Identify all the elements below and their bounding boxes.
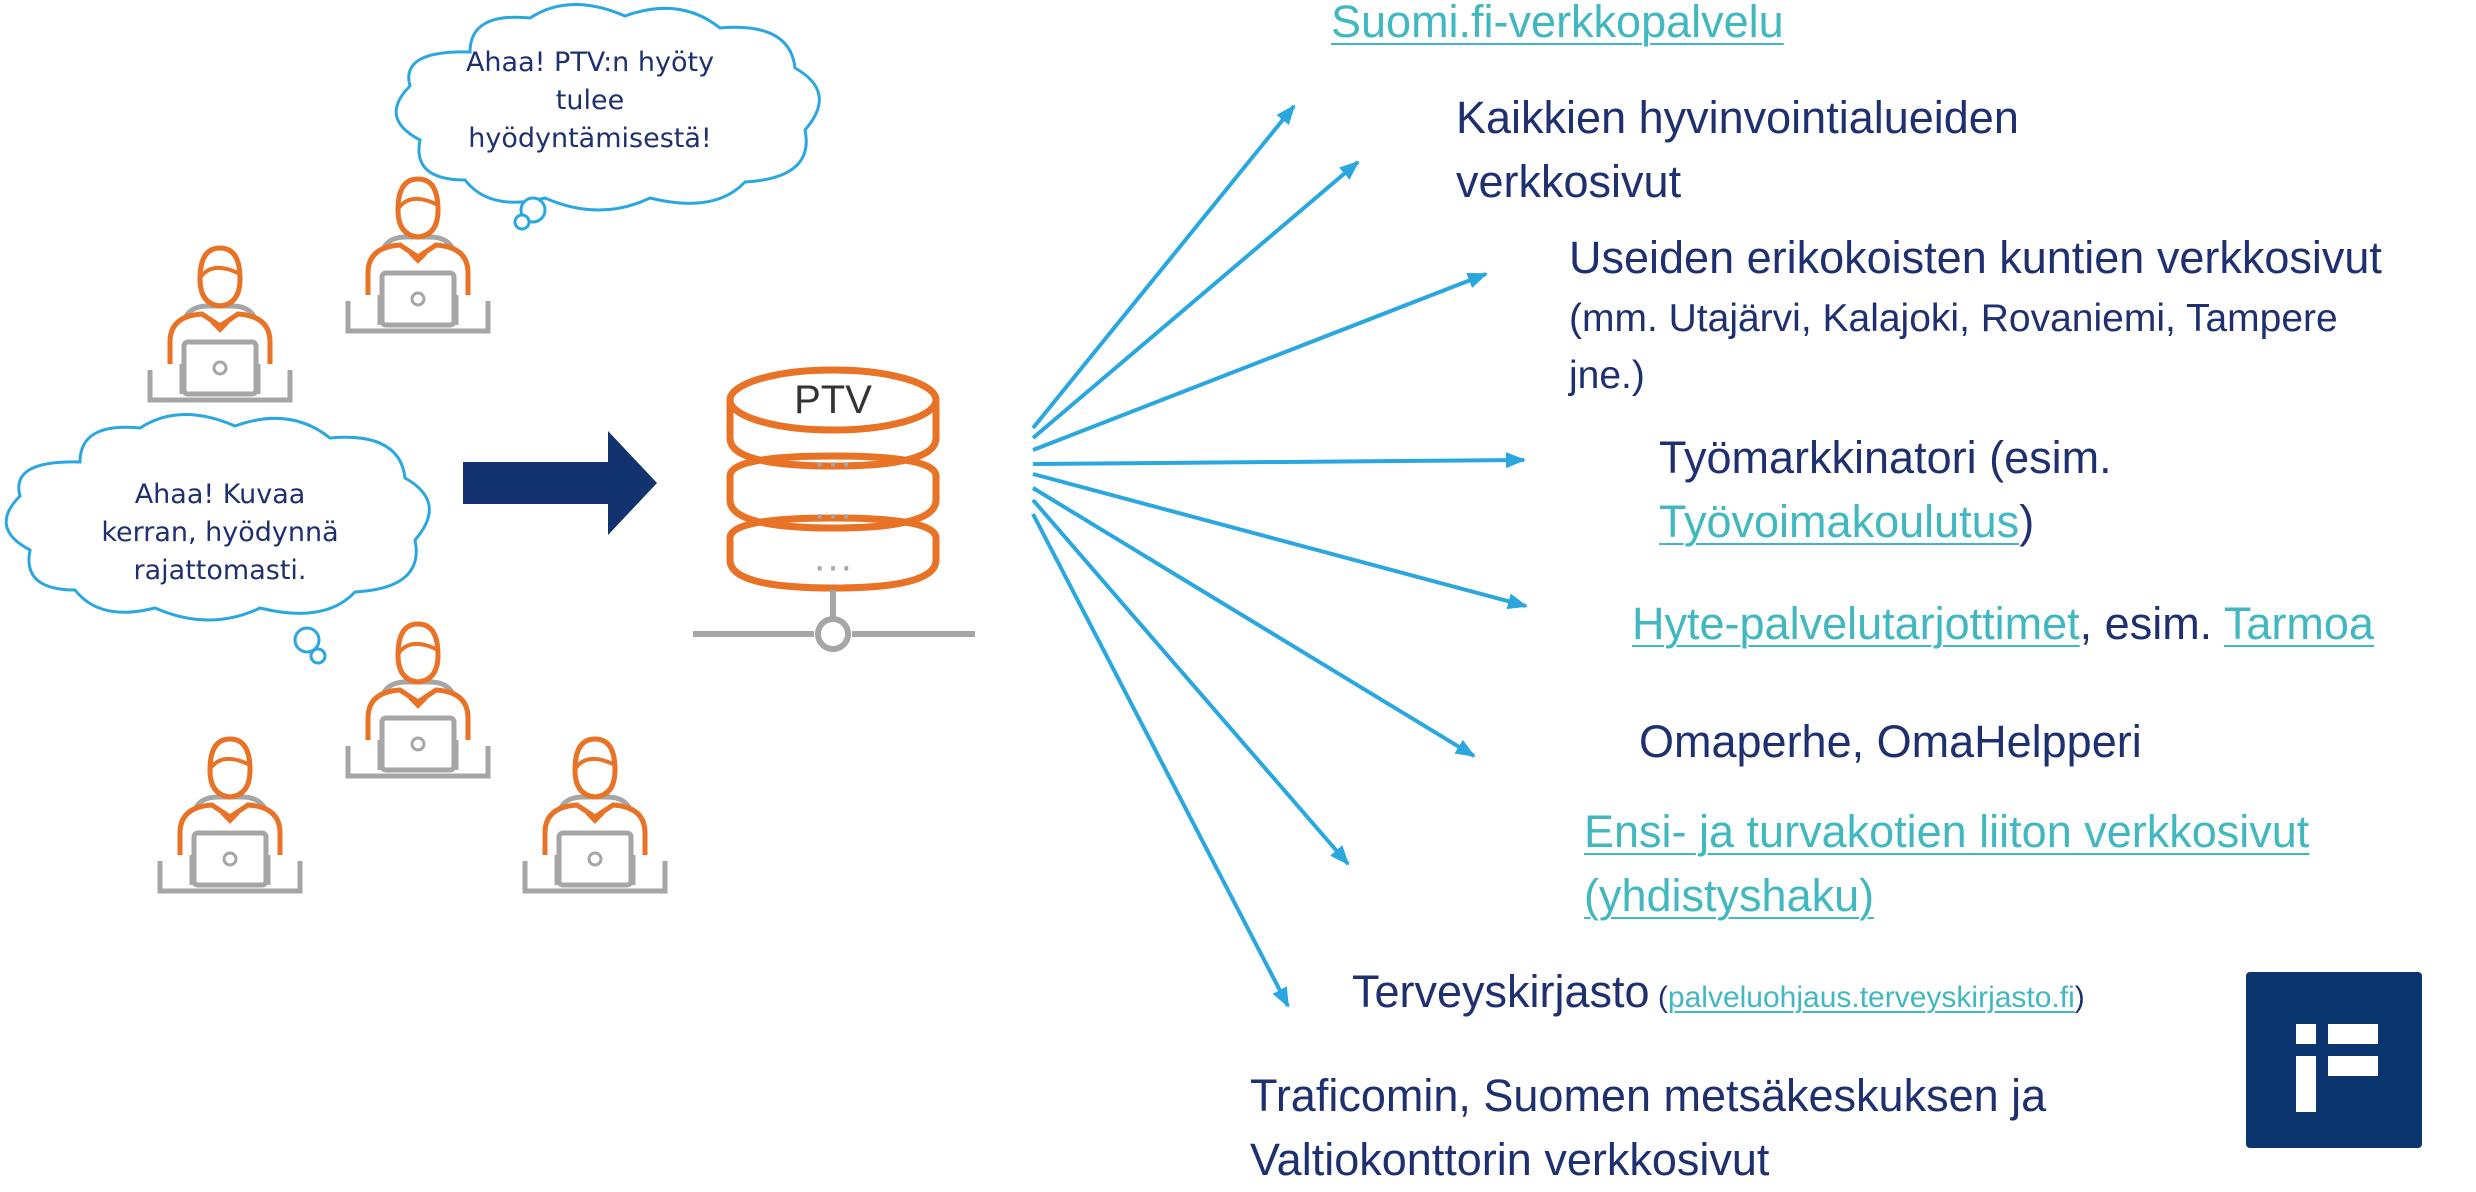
tarmoa-link[interactable]: Tarmoa [2223,598,2374,649]
thought-text-left: Ahaa! Kuvaa kerran, hyödynnä rajattomast… [101,479,339,586]
person-laptop-icon [150,248,290,400]
target-hyte: Hyte-palvelutarjottimet, esim. Tarmoa [1632,598,2374,649]
target-omaperhe: Omaperhe, OmaHelpperi [1639,716,2142,767]
arrow-to-suomi-fi [1031,104,1296,430]
target-hyvinvointialueet: Kaikkien hyvinvointialueiden verkkosivut [1456,92,2019,207]
target-ensi: Ensi- ja turvakotien liiton verkkosivut … [1584,800,2309,928]
suomi-fi-link[interactable]: Suomi.fi-verkkopalvelu [1331,0,1784,47]
arrow-to-terveyskirjasto [1031,513,1290,1008]
hyte-link[interactable]: Hyte-palvelutarjottimet [1632,598,2080,649]
yhdistyshaku-link[interactable]: (yhdistyshaku) [1584,870,1875,921]
arrow-to-ensi [1031,498,1350,866]
person-laptop-icon [348,179,488,331]
suomi-fi-logo-icon [2246,972,2422,1148]
target-suomi-fi: Suomi.fi-verkkopalvelu [1331,0,1784,54]
thought-cloud-icon [394,3,821,231]
person-laptop-icon [160,739,300,891]
server-label: PTV [794,378,872,422]
target-traficom: Traficomin, Suomen metsäkeskuksen ja Val… [1250,1070,2047,1185]
thought-cloud-icon [4,413,431,665]
tyovoimakoulutus-link[interactable]: Työvoimakoulutus [1659,496,2020,547]
thought-text-top: Ahaa! PTV:n hyöty tulee hyödyntämisestä! [465,47,715,154]
database-server-icon [693,366,975,652]
arrow-to-kunnat [1032,272,1488,452]
arrow-to-hyvinvointi [1031,160,1360,440]
ensi-link[interactable]: Ensi- ja turvakotien liiton verkkosivut [1584,806,2310,857]
connector-arrows [1031,104,1528,1008]
target-tyomarkkinatori: Työmarkkinatori (esim. Työvoimakoulutus) [1659,432,2112,547]
person-laptop-icon [348,624,488,776]
arrow-to-hyte [1032,472,1528,610]
arrow-to-tyomarkkinatori [1032,452,1526,469]
target-kunnat: Useiden erikokoisten kuntien verkkosivut… [1569,232,2382,397]
server-dots: ········· [813,440,853,588]
arrow-to-omaperhe [1031,486,1476,758]
person-laptop-icon [525,739,665,891]
terveyskirjasto-link[interactable]: palveluohjaus.terveyskirjasto.fi [1667,981,2075,1014]
right-arrow-icon [463,431,657,535]
target-terveyskirjasto: Terveyskirjasto (palveluohjaus.terveyski… [1352,966,2085,1017]
